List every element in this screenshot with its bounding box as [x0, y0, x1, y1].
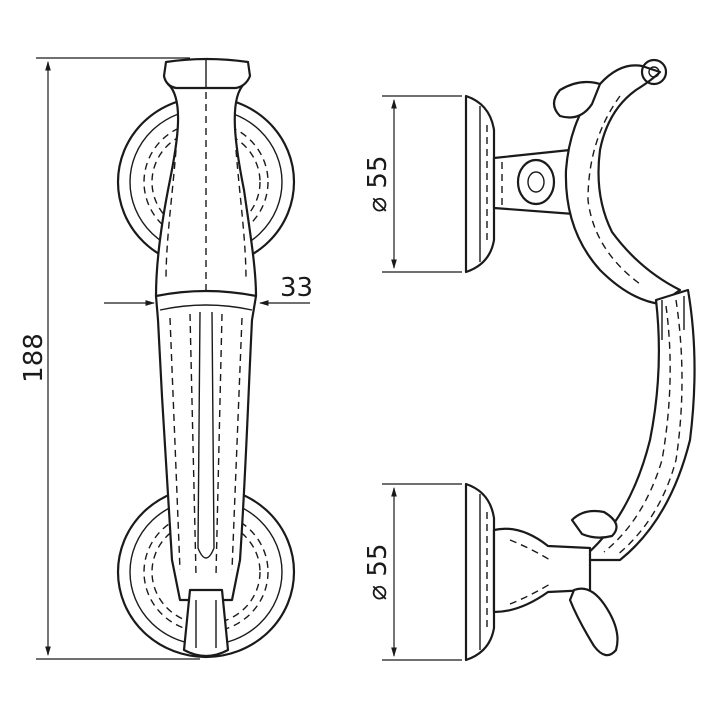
- curved-arm: [552, 58, 682, 306]
- top-diameter-dimension: ⌀ 55: [363, 95, 462, 273]
- top-diameter-label: ⌀ 55: [363, 155, 393, 212]
- width-label: 33: [280, 273, 313, 303]
- striker: [568, 509, 619, 657]
- height-dimension: 188: [19, 57, 200, 660]
- height-label: 188: [19, 333, 49, 383]
- top-rose-side: [464, 94, 496, 274]
- bottom-rose-side: [464, 482, 496, 662]
- upper-spindle-front: [154, 57, 258, 298]
- front-view: 188 33: [19, 57, 313, 660]
- knocker-lever: [578, 288, 696, 562]
- knocker-bar-front: [154, 289, 258, 658]
- bottom-diameter-dimension: ⌀ 55: [363, 483, 462, 661]
- upper-bracket: [492, 148, 576, 216]
- width-dimension: 33: [104, 273, 313, 306]
- bottom-diameter-label: ⌀ 55: [363, 543, 393, 600]
- side-view: ⌀ 55 ⌀ 55: [363, 58, 696, 662]
